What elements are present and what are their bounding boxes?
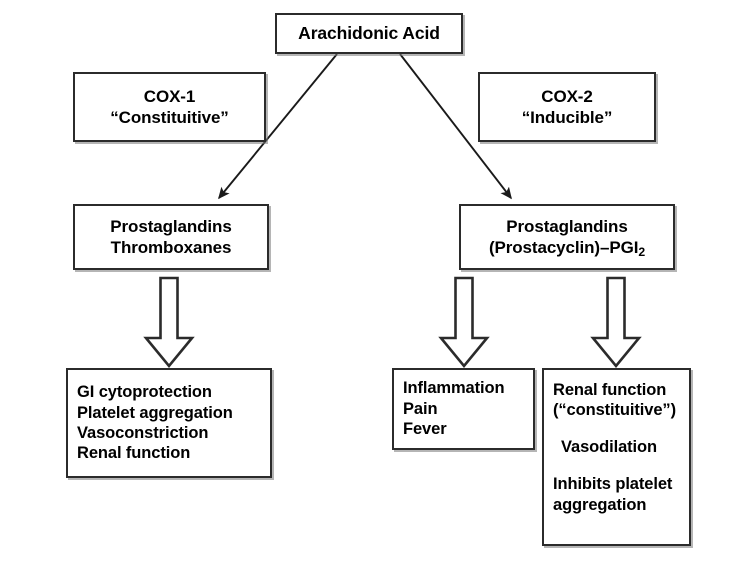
node-prostaglandins-prostacyclin-line-2: (Prostacyclin)–PGI2 <box>488 237 646 260</box>
pgi-subscript: 2 <box>638 245 646 260</box>
node-renal-line-5: aggregation <box>553 495 647 514</box>
node-cox-1-effects: GI cytoprotection Platelet aggregation V… <box>66 368 272 478</box>
block-arrow-prostaglandins-right-to-renal <box>590 276 642 369</box>
node-inflammation-line-1: Inflammation <box>403 379 505 398</box>
node-prostaglandins-thromboxanes-line-2: Thromboxanes <box>110 238 232 257</box>
node-prostaglandins-thromboxanes-line-1: Prostaglandins <box>110 216 232 236</box>
block-arrow-prostaglandins-right-to-inflammation <box>438 276 490 369</box>
node-prostaglandins-prostacyclin-line-1: Prostaglandins <box>506 216 628 236</box>
node-cox-1-effects-line-3: Vasoconstriction <box>77 424 209 442</box>
node-cox-2-line-2: “Inducible” <box>521 108 613 127</box>
node-cox-1: COX-1 “Constituitive” <box>73 72 266 142</box>
node-cox-2-line-1: COX-2 <box>541 86 593 106</box>
pgi-text: (Prostacyclin)–PGI <box>488 238 639 257</box>
node-arachidonic-acid: Arachidonic Acid <box>275 13 463 54</box>
node-renal-line-1: Renal function <box>553 381 667 399</box>
node-inflammation-line-2: Pain <box>403 399 438 418</box>
node-cox-1-line-1: COX-1 <box>143 86 196 106</box>
node-arachidonic-acid-line-1: Arachidonic Acid <box>298 22 440 43</box>
node-renal-line-3: Vasodilation <box>561 438 657 457</box>
node-renal-vasodilation-platelet: Renal function (“constituitive”) Vasodil… <box>542 368 691 546</box>
node-prostaglandins-prostacyclin: Prostaglandins (Prostacyclin)–PGI2 <box>459 204 675 270</box>
node-inflammation-line-3: Fever <box>403 420 447 439</box>
node-cox-2: COX-2 “Inducible” <box>478 72 656 142</box>
node-cox-1-effects-line-1: GI cytoprotection <box>77 383 212 402</box>
block-arrow-prostaglandins-left-to-effects <box>143 276 195 369</box>
node-cox-1-effects-line-4: Renal function <box>77 444 191 463</box>
node-cox-1-effects-line-2: Platelet aggregation <box>77 403 233 422</box>
node-cox-1-line-2: “Constituitive” <box>110 108 229 127</box>
node-inflammation-pain-fever: Inflammation Pain Fever <box>392 368 535 450</box>
node-renal-line-2: (“constituitive”) <box>553 401 676 420</box>
node-prostaglandins-thromboxanes: Prostaglandins Thromboxanes <box>73 204 269 270</box>
node-renal-line-4: Inhibits platelet <box>553 475 673 494</box>
